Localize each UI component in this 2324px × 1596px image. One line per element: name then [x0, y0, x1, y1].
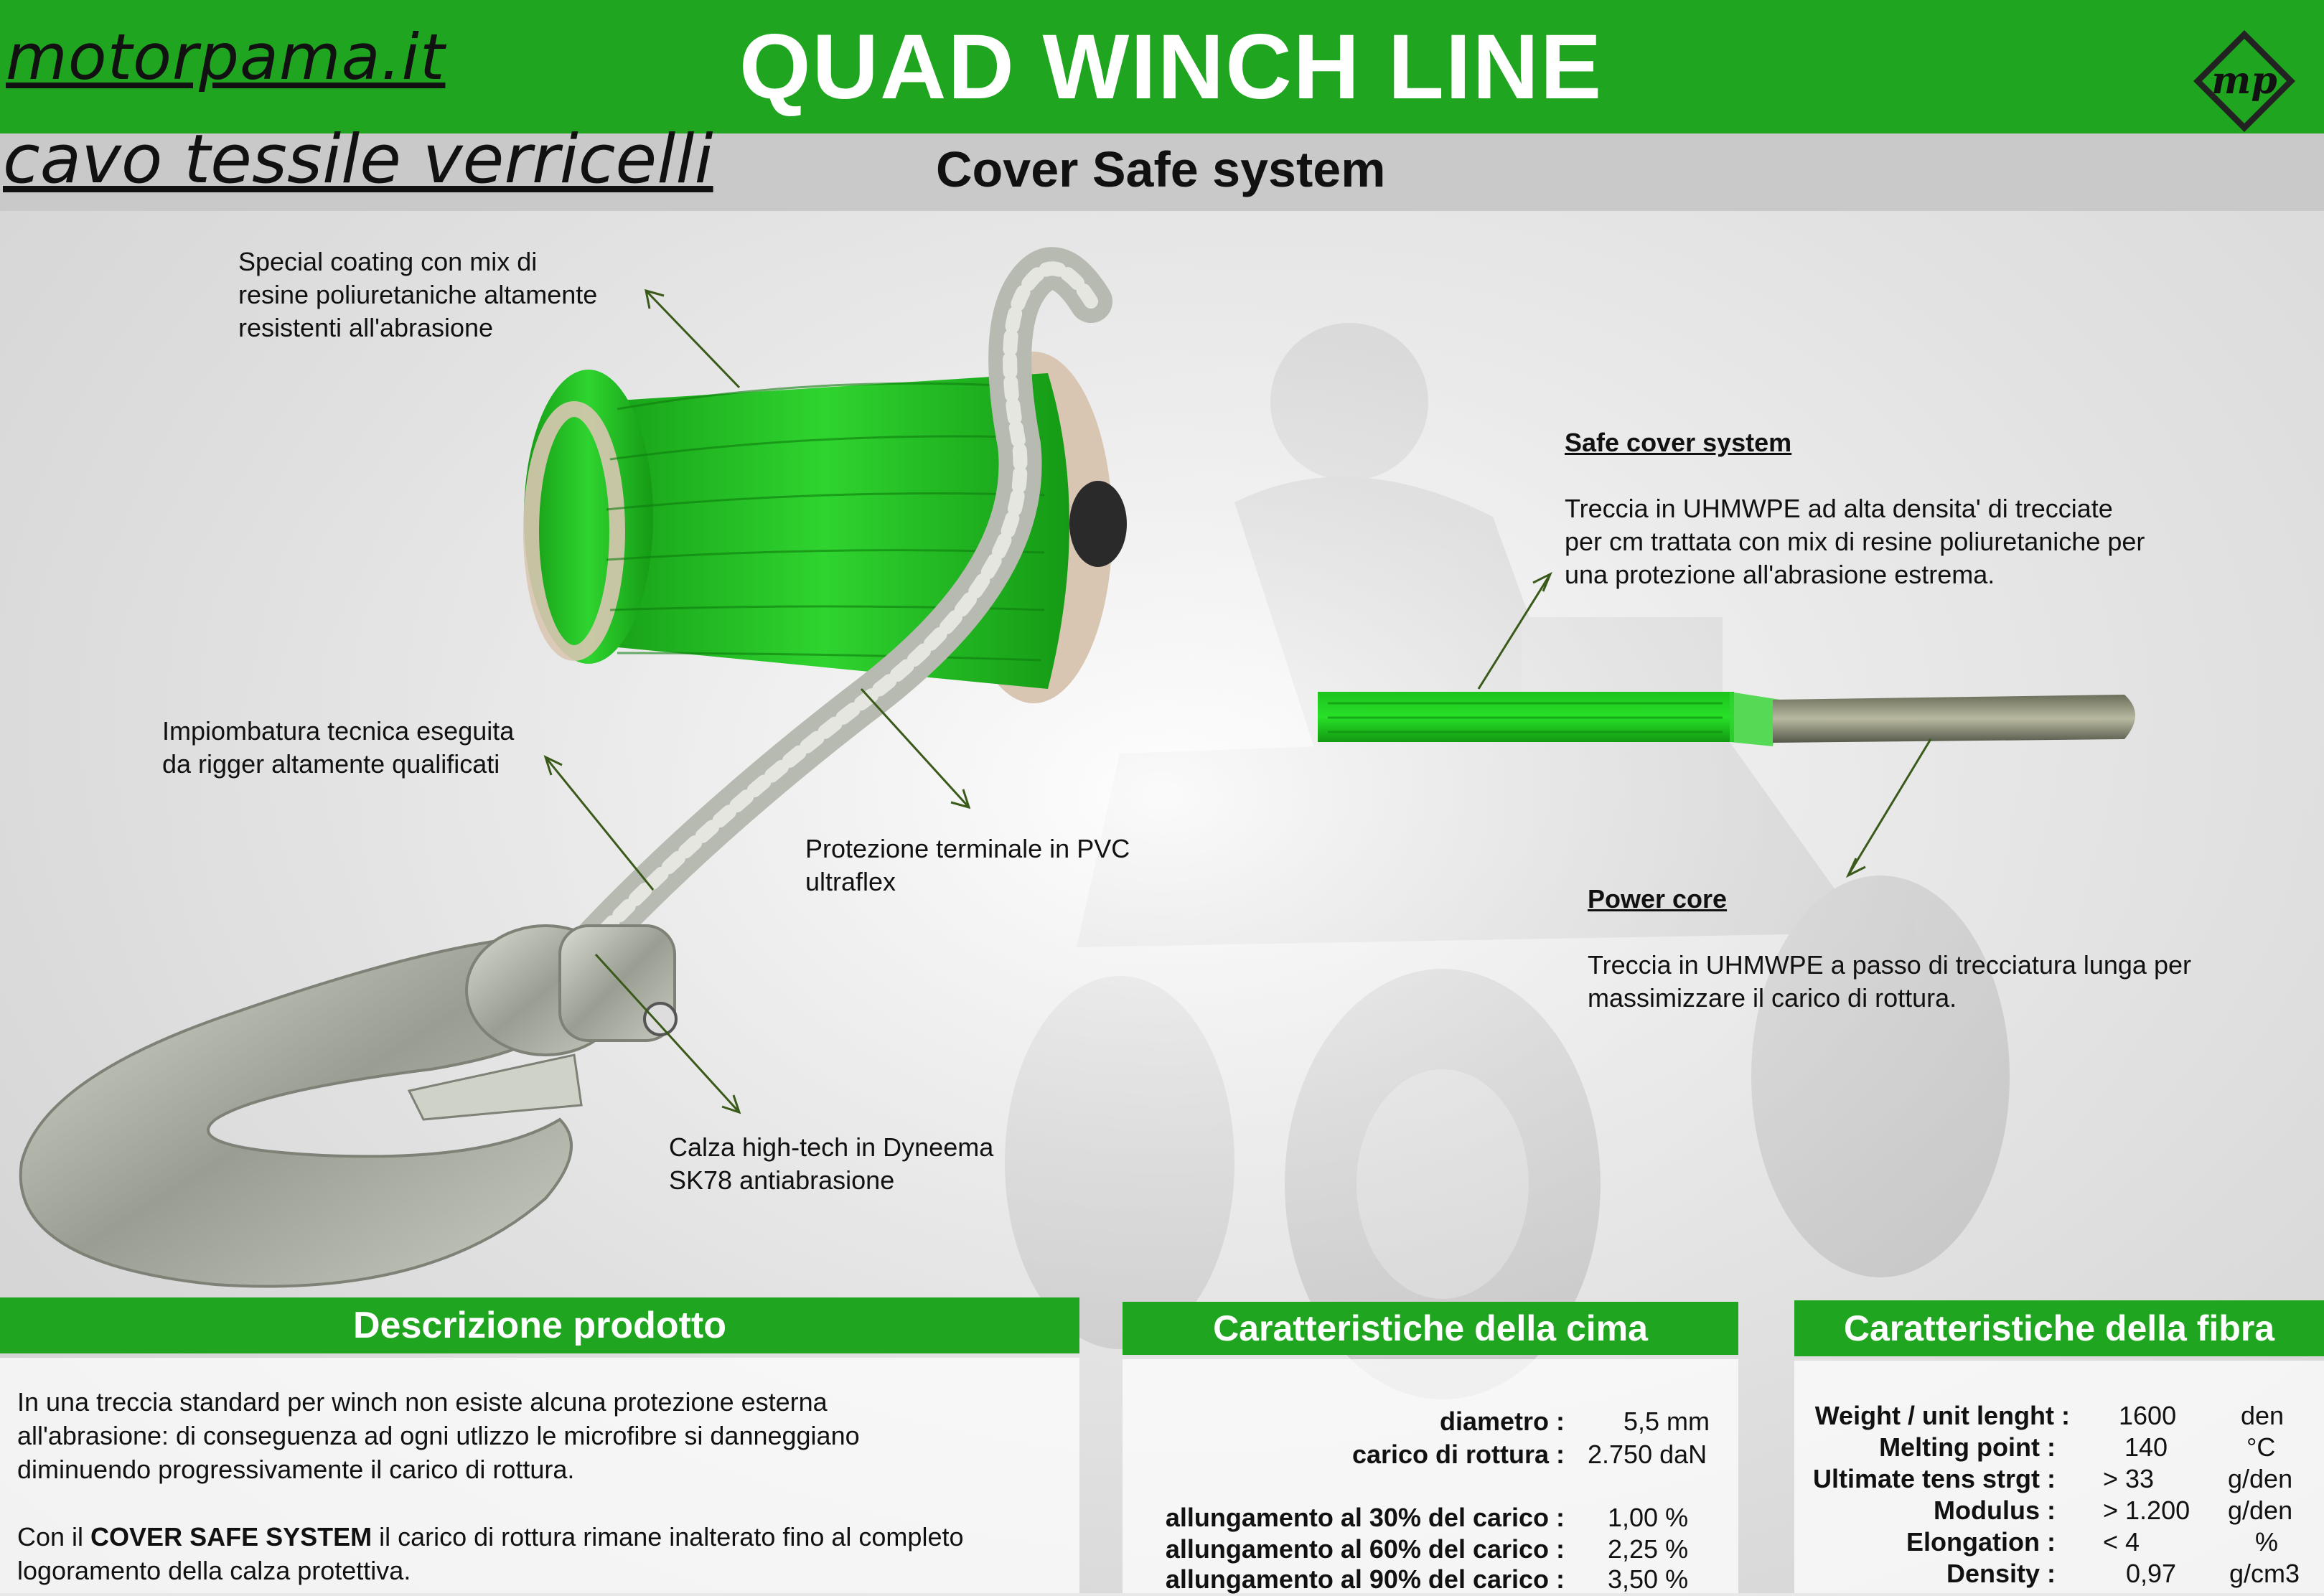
- description-line: all'abrasione: di conseguenza ad ogni ut…: [17, 1421, 860, 1450]
- annotation-power-core-line: massimizzare il carico di rottura.: [1588, 983, 1957, 1013]
- description-text: In una treccia standard per winch non es…: [17, 1385, 1079, 1587]
- page-subtitle: cavo tessile verricelli: [3, 121, 713, 199]
- cima-row: diametro :: [1141, 1407, 1565, 1438]
- annotation-sleeve-line: Calza high-tech in Dyneema: [669, 1132, 994, 1162]
- cima-row: allungamento al 30% del carico :: [1141, 1503, 1565, 1534]
- annotation-sleeve: Calza high-tech in Dyneema SK78 antiabra…: [669, 1131, 993, 1197]
- cima-label: diametro :: [1439, 1407, 1565, 1436]
- annotation-safe-cover-line: una protezione all'abrasione estrema.: [1565, 560, 1995, 589]
- fibra-label: Ultimate tens strgt :: [1812, 1464, 2056, 1493]
- annotation-safe-cover-heading: Safe cover system: [1565, 428, 1792, 457]
- annotation-splice: Impiombatura tecnica eseguita da rigger …: [162, 715, 514, 781]
- annotation-safe-cover-line: Treccia in UHMWPE ad alta densita' di tr…: [1565, 494, 2113, 523]
- cima-value: 2,25 %: [1608, 1534, 1689, 1564]
- fibra-value: > 1.200: [2103, 1496, 2191, 1525]
- fibra-value: 1600: [2119, 1401, 2177, 1430]
- annotation-arrows: [543, 288, 1932, 1114]
- cima-row: carico di rottura :: [1141, 1440, 1565, 1471]
- fibra-unit: g/den: [2228, 1464, 2293, 1493]
- annotation-splice-line: Impiombatura tecnica eseguita: [162, 716, 515, 746]
- annotation-power-core: Power core Treccia in UHMWPE a passo di …: [1588, 883, 2191, 1015]
- annotation-pvc: Protezione terminale in PVC ultraflex: [805, 832, 1130, 898]
- description-text-suffix: il carico di rottura rimane inalterato f…: [372, 1522, 964, 1552]
- fibra-heading: Caratteristiche della fibra: [1794, 1300, 2324, 1356]
- cima-row: allungamento al 60% del carico :: [1141, 1534, 1565, 1566]
- cima-label: allungamento al 30% del carico :: [1165, 1503, 1565, 1532]
- annotation-power-core-heading: Power core: [1588, 884, 1728, 914]
- fibra-unit: °C: [2246, 1432, 2276, 1462]
- cima-label: allungamento al 60% del carico :: [1165, 1534, 1565, 1564]
- cima-heading: Caratteristiche della cima: [1123, 1302, 1738, 1355]
- fibra-row: Melting point :: [1794, 1432, 2056, 1464]
- description-line: logoramento della calza protettiva.: [17, 1556, 411, 1585]
- annotation-sleeve-line: SK78 antiabrasione: [669, 1165, 895, 1195]
- cima-value: 2.750 daN: [1588, 1440, 1707, 1469]
- brand-link[interactable]: motorpama.it: [6, 20, 446, 94]
- rope-spool: [523, 352, 1127, 703]
- cover-safe-title: Cover Safe system: [936, 141, 1386, 197]
- fibra-row: Elongation :: [1794, 1527, 2056, 1559]
- fibra-panel: [1794, 1361, 2324, 1593]
- annotation-coating-line: Special coating con mix di: [238, 247, 538, 276]
- description-heading: Descrizione prodotto: [0, 1297, 1079, 1353]
- cima-row: allungamento al 90% del carico :: [1141, 1564, 1565, 1596]
- header-bar: [0, 0, 2324, 133]
- annotation-splice-line: da rigger altamente qualificati: [162, 749, 500, 779]
- fibra-row: Density :: [1794, 1559, 2056, 1590]
- description-panel: [0, 1358, 1079, 1593]
- fibra-label: Weight / unit lenght :: [1814, 1401, 2070, 1430]
- annotation-coating-line: resine poliuretaniche altamente: [238, 280, 598, 309]
- winch-hook: [19, 924, 678, 1288]
- fibra-value: > 33: [2103, 1464, 2155, 1493]
- fibra-value: < 4: [2103, 1527, 2140, 1557]
- rope-line: [567, 247, 1112, 969]
- cima-label: carico di rottura :: [1351, 1440, 1565, 1469]
- page-title: QUAD WINCH LINE: [739, 16, 1603, 118]
- fibra-unit: den: [2241, 1401, 2285, 1430]
- fibra-row: Modulus :: [1794, 1496, 2056, 1527]
- fibra-label: Elongation :: [1906, 1527, 2056, 1557]
- annotation-pvc-line: ultraflex: [805, 867, 896, 896]
- fibra-unit: g/cm3: [2229, 1559, 2300, 1588]
- annotation-coating: Special coating con mix di resine poliur…: [238, 245, 597, 344]
- annotation-safe-cover: Safe cover system Treccia in UHMWPE ad a…: [1565, 426, 2145, 591]
- fibra-label: Melting point :: [1879, 1432, 2056, 1462]
- cima-label: allungamento al 90% del carico :: [1165, 1564, 1565, 1594]
- rope-cross-section: [1318, 692, 2135, 746]
- fibra-row: Ultimate tens strgt :: [1794, 1464, 2056, 1496]
- fibra-unit: %: [2255, 1527, 2279, 1557]
- subheader-bar: [0, 133, 2324, 211]
- description-highlight: COVER SAFE SYSTEM: [90, 1522, 373, 1552]
- description-line: In una treccia standard per winch non es…: [17, 1387, 828, 1417]
- description-line: Con il COVER SAFE SYSTEM il carico di ro…: [17, 1520, 1079, 1554]
- description-text-prefix: Con il: [17, 1522, 91, 1552]
- fibra-row: Weight / unit lenght :: [1794, 1401, 2070, 1432]
- cima-value: 3,50 %: [1608, 1564, 1689, 1594]
- fibra-unit: g/den: [2228, 1496, 2293, 1525]
- annotation-pvc-line: Protezione terminale in PVC: [805, 834, 1130, 863]
- annotation-safe-cover-line: per cm trattata con mix di resine poliur…: [1565, 527, 2145, 556]
- fibra-label: Density :: [1946, 1559, 2056, 1588]
- fibra-value: 140: [2124, 1432, 2168, 1462]
- description-line: diminuendo progressivamente il carico di…: [17, 1455, 575, 1484]
- annotation-coating-line: resistenti all'abrasione: [238, 313, 494, 342]
- fibra-value: 0,97: [2126, 1559, 2177, 1588]
- cima-value: 5,5 mm: [1623, 1407, 1710, 1436]
- annotation-power-core-line: Treccia in UHMWPE a passo di trecciatura…: [1588, 950, 2191, 980]
- brand-logo: mp: [2191, 27, 2298, 135]
- svg-text:mp: mp: [2211, 59, 2277, 103]
- cima-panel: [1123, 1359, 1738, 1593]
- fibra-label: Modulus :: [1934, 1496, 2056, 1525]
- cima-value: 1,00 %: [1608, 1503, 1689, 1532]
